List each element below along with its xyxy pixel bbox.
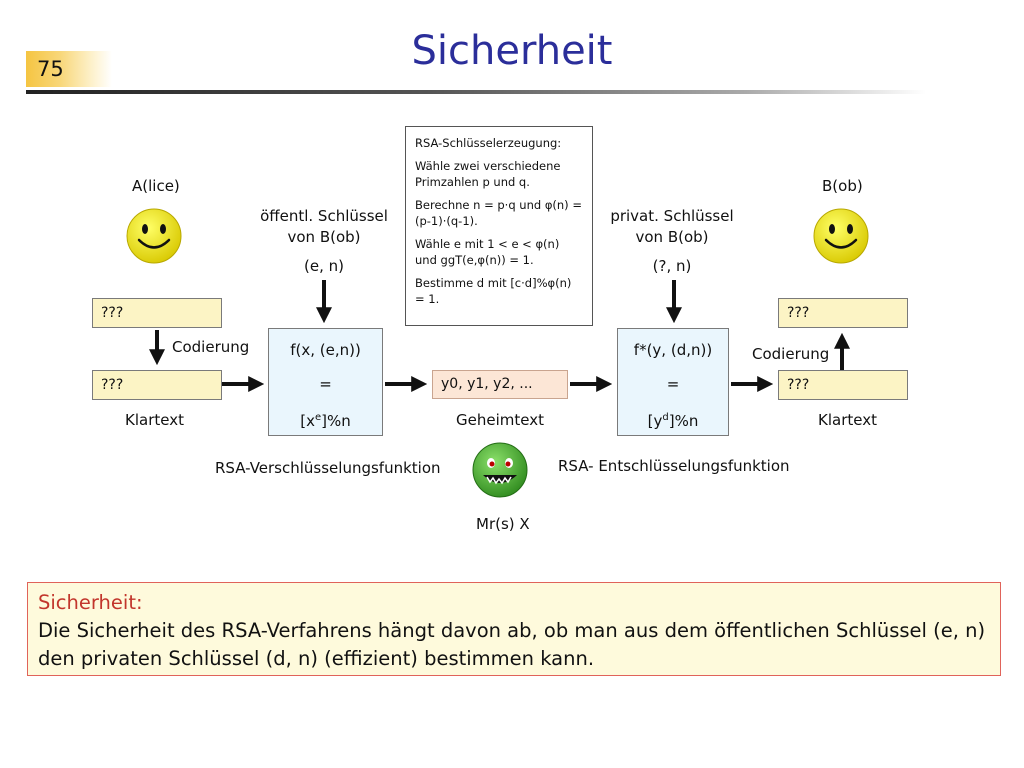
keygen-step-3: Wähle e mit 1 < e < φ(n) und ggT(e,φ(n))… bbox=[415, 237, 560, 267]
alice-plaintext-label: Klartext bbox=[125, 411, 184, 429]
bob-plaintext-label: Klartext bbox=[818, 411, 877, 429]
encrypt-line-3: [xe]%n bbox=[300, 412, 351, 430]
keygen-step-2: Berechne n = p·q und φ(n) = (p-1)·(q-1). bbox=[415, 198, 582, 228]
slide-title: Sicherheit bbox=[411, 28, 613, 74]
private-key-label-1: privat. Schlüssel bbox=[610, 207, 734, 225]
key-generation-box: RSA-Schlüsselerzeugung: Wähle zwei versc… bbox=[405, 126, 593, 326]
encrypt-line-2: = bbox=[319, 375, 332, 393]
public-key-label-2: von B(ob) bbox=[287, 228, 361, 246]
alice-encode-label: Codierung bbox=[172, 338, 250, 356]
smiley-face-icon bbox=[126, 208, 182, 264]
slide-number: 75 bbox=[26, 51, 112, 87]
alice-top-field: ??? bbox=[92, 298, 222, 328]
ciphertext-label: Geheimtext bbox=[456, 411, 544, 429]
decrypt-line-3: [yd]%n bbox=[647, 412, 699, 430]
security-note: Sicherheit: Die Sicherheit des RSA-Verfa… bbox=[27, 582, 1001, 676]
bob-top-field: ??? bbox=[778, 298, 908, 328]
attacker-label: Mr(s) X bbox=[476, 515, 530, 533]
decrypt-line-2: = bbox=[666, 375, 680, 393]
green-monster-icon bbox=[472, 442, 528, 498]
security-note-body: Die Sicherheit des RSA-Verfahrens hängt … bbox=[38, 619, 986, 670]
security-note-heading: Sicherheit: bbox=[38, 591, 143, 614]
encryption-caption: RSA-Verschlüsselungsfunktion bbox=[215, 459, 441, 477]
private-key-label-2: von B(ob) bbox=[635, 228, 709, 246]
bob-plaintext-field: ??? bbox=[778, 370, 908, 400]
public-key-label-1: öffentl. Schlüssel bbox=[260, 207, 388, 225]
ciphertext-box: y0, y1, y2, ... bbox=[432, 370, 568, 399]
keygen-step-1: Wähle zwei verschiedene Primzahlen p und… bbox=[415, 159, 561, 189]
decrypt-line-1: f*(y, (d,n)) bbox=[633, 341, 713, 359]
alice-plaintext-field: ??? bbox=[92, 370, 222, 400]
keygen-title: RSA-Schlüsselerzeugung: bbox=[415, 136, 562, 150]
alice-label: A(lice) bbox=[132, 177, 180, 195]
encrypt-line-1: f(x, (e,n)) bbox=[290, 341, 361, 359]
encryption-function-box: f(x, (e,n)) = [xe]%n bbox=[268, 328, 383, 436]
decryption-caption: RSA- Entschlüsselungsfunktion bbox=[558, 457, 790, 475]
bob-encode-label: Codierung bbox=[752, 345, 830, 363]
decryption-function-box: f*(y, (d,n)) = [yd]%n bbox=[617, 328, 729, 436]
private-key-value: (?, n) bbox=[652, 257, 692, 275]
bob-label: B(ob) bbox=[822, 177, 863, 195]
keygen-step-4: Bestimme d mit [c·d]%φ(n) = 1. bbox=[415, 276, 572, 306]
public-key-value: (e, n) bbox=[304, 257, 344, 275]
title-divider bbox=[26, 90, 926, 94]
smiley-face-icon bbox=[813, 208, 869, 264]
